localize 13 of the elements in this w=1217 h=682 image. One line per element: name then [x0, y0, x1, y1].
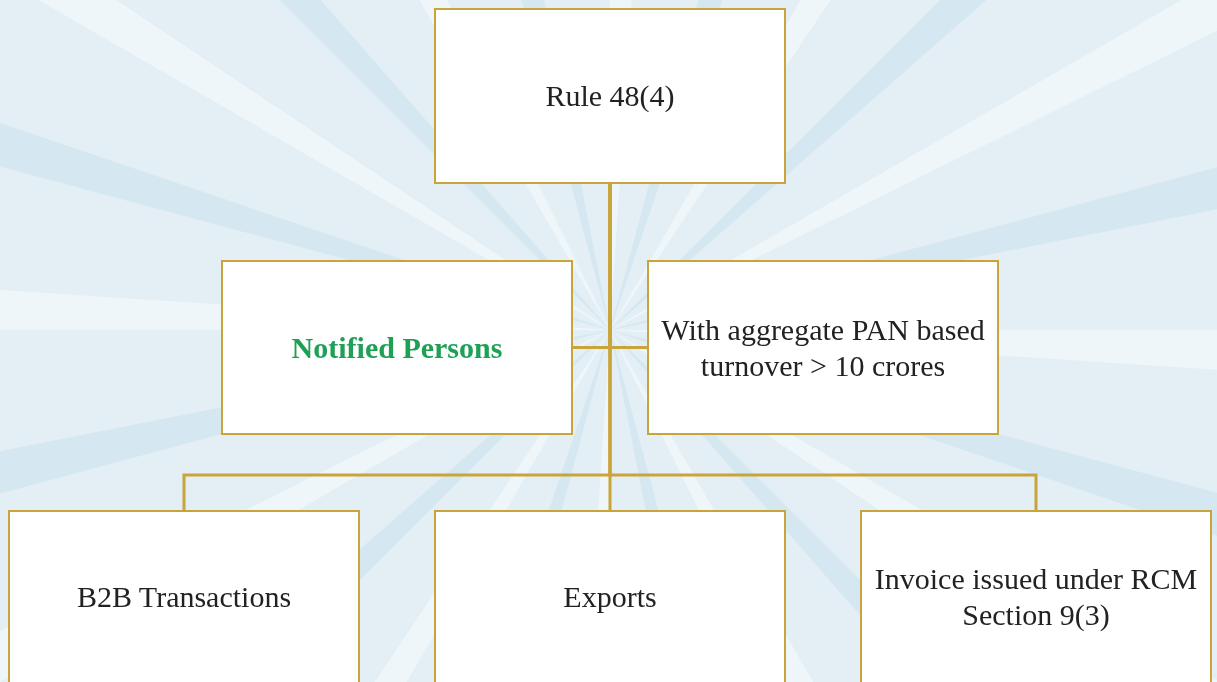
box-label: B2B Transactions	[76, 579, 292, 615]
box-label: Invoice issued under RCM Section 9(3)	[873, 561, 1199, 633]
connector-line	[608, 184, 1038, 510]
box-label: Exports	[563, 579, 657, 615]
box	[221, 260, 573, 435]
box	[8, 510, 360, 682]
box-label: Notified Persons	[291, 329, 503, 366]
box	[434, 510, 786, 682]
box-label: Rule 48(4)	[545, 78, 675, 114]
box	[434, 8, 786, 184]
box-label: With aggregate PAN based turnover > 10 crores	[660, 311, 986, 384]
box	[860, 510, 1212, 682]
box	[647, 260, 999, 435]
